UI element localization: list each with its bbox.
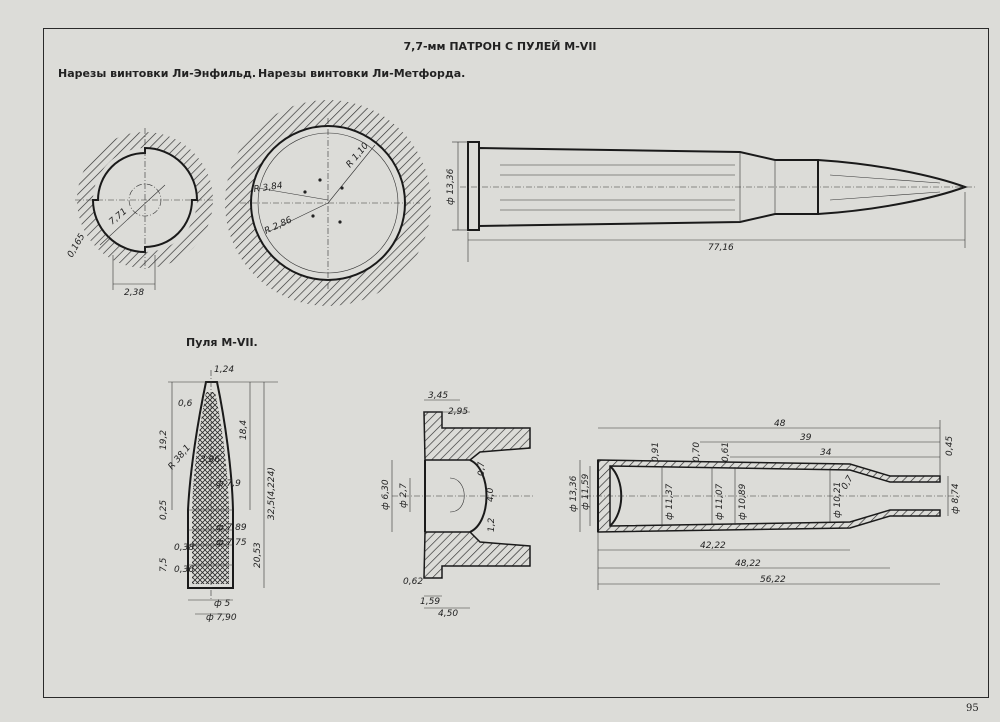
dim-head-a: 3,45 — [428, 391, 448, 401]
dim-case-q: 56,22 — [760, 575, 786, 585]
dim-bullet-b: 0,6 — [178, 399, 193, 409]
dim-bullet-j: 0,25 — [159, 500, 169, 520]
dim-head-f: 4,0 — [486, 487, 496, 502]
dim-bullet-k: ф 7,89 — [216, 523, 247, 533]
dim-head-i: 1,59 — [420, 597, 440, 607]
dim-cartridge-len: 77,16 — [708, 243, 734, 253]
head-lower-hatch — [423, 531, 531, 579]
dim-metford-r384: R 3,84 — [253, 181, 284, 195]
metford-dot — [340, 186, 344, 190]
dim-case-h: ф 13,36 — [569, 475, 579, 512]
dim-case-f: 0,70 — [692, 442, 702, 462]
bullet-section: 1,24 0,6 19,2 18,4 32,5(4,224) R 38,1 3,… — [159, 365, 278, 623]
dim-bullet-n: 7,5 — [159, 557, 169, 572]
dim-head-h: 0,62 — [403, 577, 423, 587]
dim-case-i: ф 11,59 — [581, 473, 591, 510]
dim-bullet-q: ф 7,90 — [206, 613, 237, 623]
dim-bullet-c: 19,2 — [159, 430, 169, 450]
bullet-shade-line — [829, 174, 941, 184]
dim-bullet-o: 0,36 — [174, 565, 194, 575]
bullet-core-hatch — [192, 392, 229, 584]
dim-head-b: 2,95 — [448, 407, 468, 417]
dim-bullet-g: 3,96 — [200, 455, 220, 465]
dim-bullet-p: ф 5 — [214, 599, 231, 609]
label-enfield-rifling: Нарезы винтовки Ли-Энфильд. — [58, 67, 257, 80]
dim-bullet-f: R 38,1 — [167, 443, 193, 472]
metford-radius-286 — [267, 202, 329, 233]
dim-bullet-e: 32,5(4,224) — [267, 467, 277, 520]
label-bullet: Пуля М-VII. — [186, 336, 258, 349]
label-metford-rifling: Нарезы винтовки Ли-Метфорда. — [258, 67, 466, 80]
dim-head-d: ф 2,7 — [399, 483, 409, 508]
dim-case-b: 39 — [800, 433, 812, 443]
dim-case-k: ф 11,07 — [715, 483, 725, 520]
dim-case-c: 34 — [820, 448, 832, 458]
metford-dot — [318, 178, 322, 182]
dim-cartridge-dia: ф 13,36 — [446, 168, 456, 205]
page-number: 95 — [966, 703, 979, 714]
cartridge-rim — [467, 141, 480, 231]
drawing-title: 7,7-мм ПАТРОН С ПУЛЕЙ М-VII — [403, 40, 597, 53]
dim-case-g: 0,61 — [721, 442, 731, 462]
dim-bullet-l: 0,38 — [174, 543, 194, 553]
dim-bullet-a: 1,24 — [214, 365, 234, 375]
metford-dot — [303, 190, 307, 194]
dim-case-n: ф 8,74 — [951, 483, 961, 514]
dim-case-m: ф 10,21 — [833, 482, 843, 518]
dim-bullet-m: ф 7,75 — [216, 538, 247, 548]
metford-radius-110 — [327, 144, 376, 204]
bullet-shade-line — [829, 191, 941, 201]
enfield-rifling-section: 0,165 7,71 2,38 — [66, 128, 215, 298]
dim-case-a: 48 — [774, 419, 786, 429]
metford-dot — [338, 220, 342, 224]
bullet-outline — [187, 381, 234, 589]
dim-case-l: ф 10,89 — [738, 483, 748, 520]
cartridge-bullet — [817, 159, 968, 215]
dim-head-e: 0,7 — [477, 461, 487, 476]
dim-case-e: 0,91 — [651, 442, 661, 462]
case-head-section: 3,45 2,95 ф 6,30 ф 2,7 0,7 4,0 1,2 0,62 … — [381, 391, 535, 619]
enfield-dim-line — [99, 184, 166, 246]
metford-radius-384 — [257, 187, 329, 201]
dim-bullet-h: ф 7,9 — [216, 479, 241, 489]
dim-enfield-0165: 0,165 — [66, 232, 88, 260]
dim-case-p: 48,22 — [735, 559, 761, 569]
head-upper-hatch — [423, 411, 531, 461]
dim-case-r: 0,7 — [840, 474, 856, 492]
dim-head-g: 1,2 — [487, 517, 497, 532]
case-long-section: 48 39 34 0,45 0,91 0,70 0,61 ф 13,36 ф 1… — [569, 419, 961, 590]
metford-rifling-section: R 1,10 R 3,84 R 2,86 — [225, 100, 431, 306]
dim-bullet-i: 20,53 — [253, 542, 263, 568]
dim-enfield-238: 2,38 — [124, 288, 144, 298]
dim-case-d: 0,45 — [945, 436, 955, 456]
dim-bullet-d: 18,4 — [239, 420, 249, 440]
dim-case-j: ф 11,37 — [665, 483, 675, 520]
head-primer — [449, 477, 465, 513]
drawing-frame — [43, 28, 989, 698]
cartridge-side-view: ф 13,36 77,16 — [446, 141, 975, 262]
dim-case-o: 42,22 — [700, 541, 726, 551]
metford-dot — [311, 214, 315, 218]
dim-head-c: ф 6,30 — [381, 479, 391, 510]
dim-head-j: 4,50 — [438, 609, 458, 619]
